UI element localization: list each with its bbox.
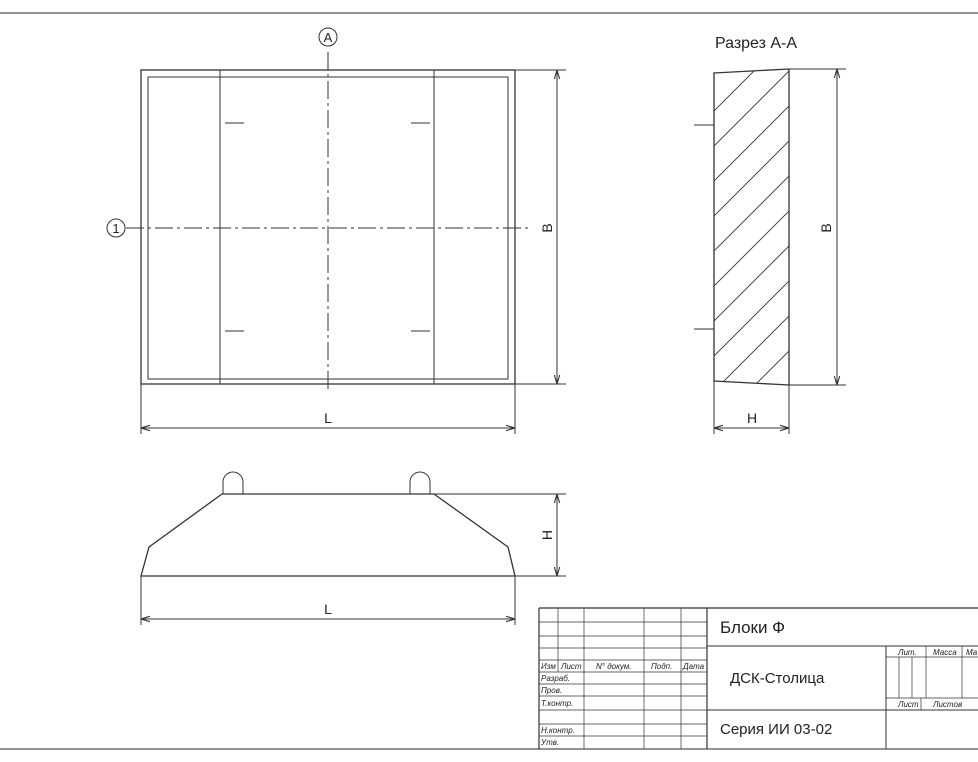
lifting-loop-left (222, 471, 244, 494)
plan-dim-l-label: L (324, 410, 332, 426)
tb-series: Серия ИИ 03-02 (720, 721, 832, 738)
elevation-dim-h-label: H (539, 530, 555, 540)
tb-role-norm-control: Н.контр. (541, 726, 575, 735)
title-block (538, 607, 978, 749)
section-hatching (714, 69, 789, 385)
elevation-dim-l (140, 576, 516, 625)
tb-role-approver: Утв. (540, 738, 559, 747)
section-dim-h (713, 381, 790, 434)
plan-view (106, 27, 566, 434)
plan-dim-b-label: B (539, 223, 555, 232)
elevation-dim-h (434, 493, 566, 577)
plan-dim-l (140, 384, 516, 434)
tb-stage-scale: Ма (966, 648, 978, 657)
lifting-loop-right (409, 471, 431, 494)
tb-col-docnum: N° докум. (596, 662, 632, 671)
tb-organization: ДСК-Столица (730, 670, 825, 687)
section-title: Разрез А-А (715, 35, 797, 52)
tb-role-checker: Пров. (541, 686, 562, 695)
sheet-frame (0, 12, 978, 750)
axis-marker-a (318, 27, 338, 47)
section-view (694, 68, 846, 434)
tb-col-sign: Подп. (651, 662, 672, 671)
tb-stage-lit: Лит. (897, 648, 917, 657)
section-dim-b-label: B (818, 223, 834, 232)
tb-role-tech-control: Т.контр. (541, 699, 573, 708)
tb-col-list: Лист (560, 662, 582, 671)
tb-stage-mass: Масса (933, 648, 957, 657)
tb-col-izm: Изм (541, 662, 556, 671)
tb-product-name: Блоки Ф (720, 618, 785, 637)
elevation-dim-l-label: L (324, 601, 332, 617)
tb-col-date: Дата (682, 662, 705, 671)
elevation-view (140, 471, 566, 625)
plan-centerlines (126, 52, 528, 392)
axis-label-a: A (324, 30, 333, 45)
tb-role-developer: Разраб. (541, 674, 570, 683)
axis-marker-1 (106, 218, 126, 238)
tb-sheet: Лист (897, 700, 919, 709)
plan-dim-b (515, 69, 566, 385)
tb-sheets: Листов (932, 700, 962, 709)
section-dim-b (789, 68, 846, 386)
axis-label-1: 1 (112, 221, 119, 236)
section-dim-h-label: H (747, 410, 757, 426)
